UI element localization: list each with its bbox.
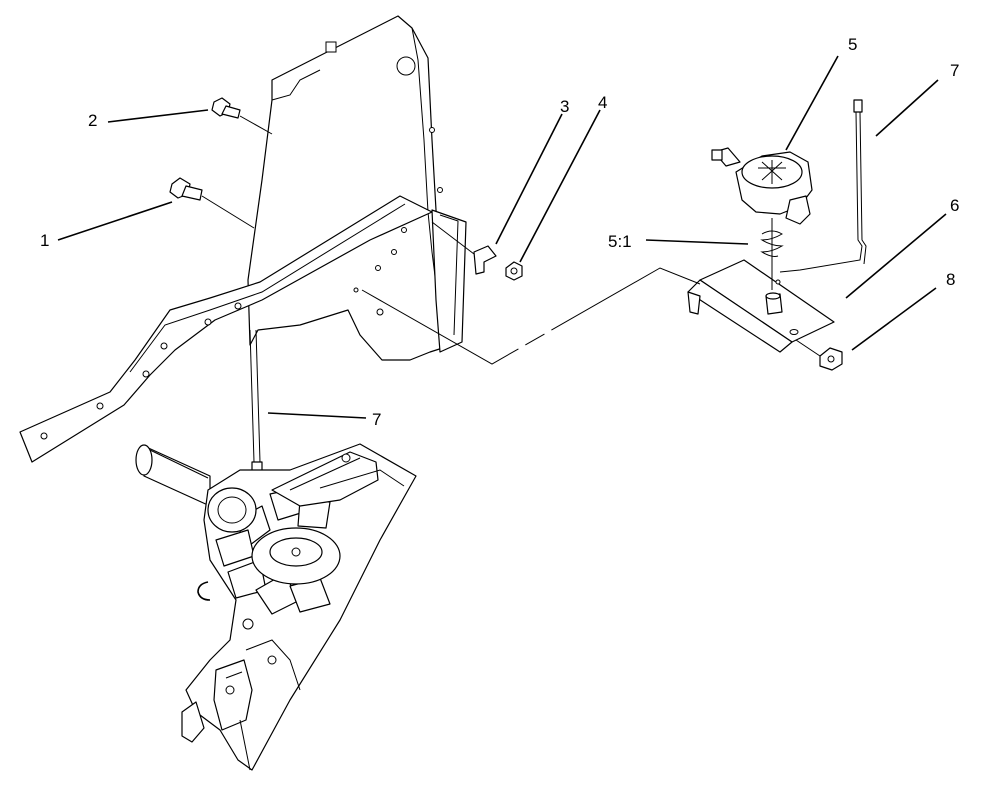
spring-5-1 [760, 218, 784, 290]
assembly-path-line [361, 267, 701, 365]
plunger [765, 292, 783, 315]
support-rail [19, 195, 433, 463]
callout-4: 4 [598, 93, 607, 112]
wire-harness-top [779, 99, 867, 273]
leader-lines [57, 55, 947, 419]
callout-8: 8 [946, 270, 955, 289]
nut-8 [819, 347, 843, 371]
nut-4 [505, 261, 523, 281]
callout-6: 6 [950, 196, 959, 215]
mounting-plate-6 [687, 259, 835, 353]
callout-7-mid: 7 [372, 410, 381, 429]
switch-5 [711, 147, 813, 225]
callout-1: 1 [40, 231, 49, 250]
callout-2: 2 [88, 111, 97, 130]
callout-3: 3 [560, 97, 569, 116]
callout-5: 5 [848, 35, 857, 54]
clip-3 [473, 245, 497, 275]
wire-harness-mid [249, 329, 263, 475]
callout-7-top: 7 [950, 61, 959, 80]
bolt-2 [211, 97, 241, 119]
bolt-1 [169, 177, 203, 201]
engine-fan-assembly [135, 443, 417, 771]
callout-5-1: 5:1 [608, 232, 632, 251]
side-panel [247, 15, 467, 361]
